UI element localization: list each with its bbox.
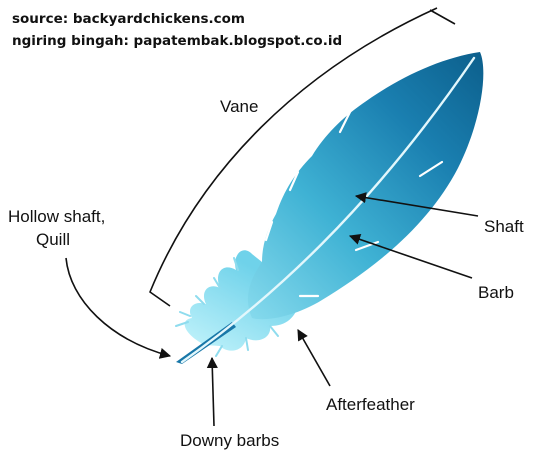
label-afterfeather: Afterfeather: [326, 395, 415, 414]
label-downy-barbs: Downy barbs: [180, 431, 279, 450]
barb-splits: [264, 106, 444, 298]
label-hollow-shaft-line2: Quill: [36, 230, 70, 249]
feather-vane: [247, 52, 484, 320]
pointer-arrows: [65, 192, 479, 427]
sent-by-line: ngiring bingah: papatembak.blogspot.co.i…: [12, 33, 343, 49]
label-vane: Vane: [220, 97, 258, 116]
source-credit: source: backyardchickens.com ngiring bin…: [12, 8, 342, 52]
shaft: [180, 56, 476, 364]
arrow-barb: [348, 233, 473, 279]
arrow-shaft: [354, 192, 479, 217]
arrow-downy-barbs: [206, 356, 218, 427]
label-shaft: Shaft: [484, 217, 524, 236]
label-barb: Barb: [478, 283, 514, 302]
label-hollow-shaft-line1: Hollow shaft,: [8, 207, 105, 226]
arrow-hollow-shaft: [65, 257, 172, 359]
vane-bracket: [149, 7, 456, 307]
arrow-afterfeather: [297, 329, 331, 387]
source-line: source: backyardchickens.com: [12, 11, 245, 27]
